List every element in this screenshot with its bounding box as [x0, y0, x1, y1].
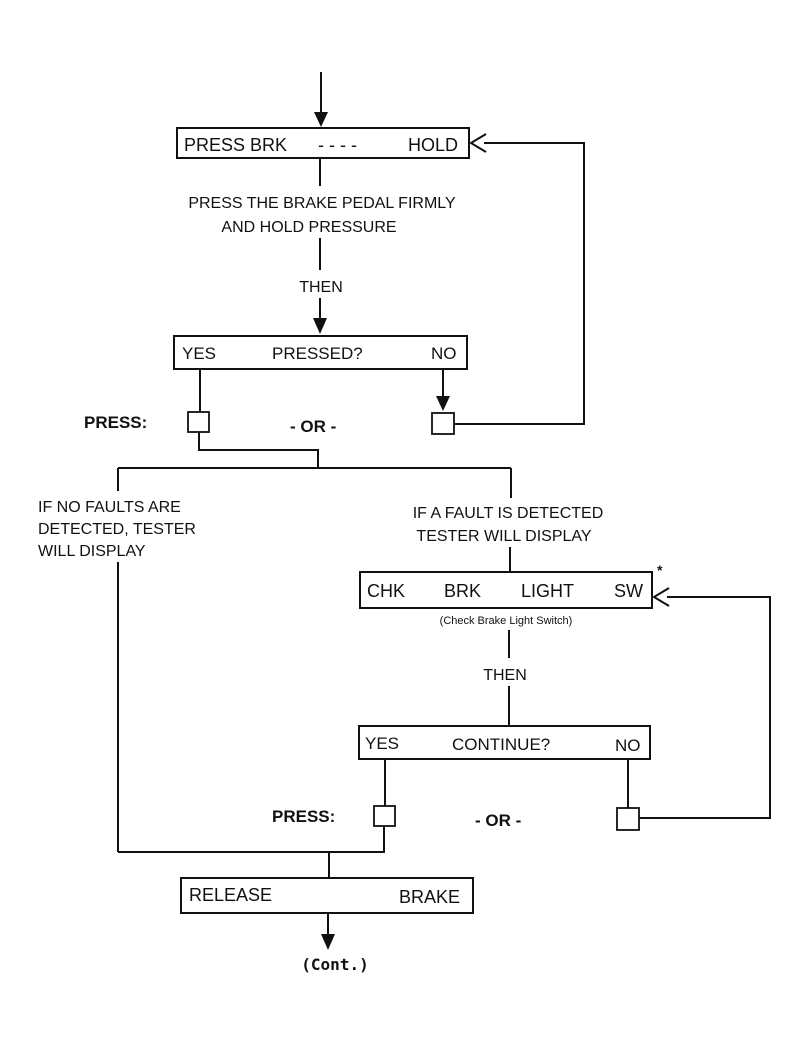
- release-brake-box: RELEASE BRAKE: [180, 877, 474, 914]
- pressed-arrowhead: [313, 318, 327, 334]
- continue-question-box: YES CONTINUE? NO: [358, 725, 651, 760]
- press-brake-hold-box: PRESS BRK - - - - HOLD: [176, 127, 470, 159]
- no-button-2[interactable]: [616, 807, 640, 831]
- no-button-1[interactable]: [431, 412, 455, 435]
- then-label-1: THEN: [299, 279, 343, 296]
- chk-label: CHK: [367, 581, 405, 601]
- star-marker: *: [657, 562, 663, 578]
- retry-loop-line: [454, 142, 585, 425]
- continue-question-label: CONTINUE?: [452, 735, 550, 754]
- continue-no-label: NO: [615, 736, 641, 755]
- press-label-1: PRESS:: [84, 413, 147, 432]
- no-faults-line-1: IF NO FAULTS ARE: [38, 499, 181, 516]
- instruction-line-1: PRESS THE BRAKE PEDAL FIRMLY: [188, 195, 456, 212]
- press-brk-label: PRESS BRK: [184, 135, 287, 155]
- chk-arrowhead: [652, 587, 670, 607]
- brk-label: BRK: [444, 581, 481, 601]
- no-faults-line-3: WILL DISPLAY: [38, 543, 146, 560]
- pressed-question-label: PRESSED?: [272, 344, 363, 363]
- instruction-line-2: AND HOLD PRESSURE: [221, 219, 396, 236]
- then-label-2: THEN: [483, 667, 527, 684]
- or-label-1: - OR -: [290, 417, 336, 436]
- yes-button-1[interactable]: [187, 411, 210, 433]
- fault-line-1: IF A FAULT IS DETECTED: [413, 505, 604, 522]
- continue-loop-line: [639, 596, 771, 819]
- yes-button-2[interactable]: [373, 805, 396, 827]
- fault-line-2: TESTER WILL DISPLAY: [416, 528, 591, 545]
- no-faults-line-2: DETECTED, TESTER: [38, 521, 196, 538]
- dashes-label: - - - -: [318, 135, 357, 155]
- merge-line: [118, 826, 385, 853]
- or-label-2: - OR -: [475, 811, 521, 830]
- pressed-yes-label: YES: [182, 344, 216, 363]
- release-label: RELEASE: [189, 885, 272, 905]
- continue-yes-label: YES: [365, 734, 399, 753]
- hold-arrowhead: [469, 133, 487, 153]
- hold-label: HOLD: [408, 135, 458, 155]
- light-label: LIGHT: [521, 581, 574, 601]
- sw-label: SW: [614, 581, 643, 601]
- exit-arrowhead: [321, 934, 335, 950]
- continued-label: (Cont.): [301, 955, 368, 974]
- pressed-no-arrowhead: [436, 396, 450, 411]
- entry-arrowhead: [314, 112, 328, 127]
- press-label-2: PRESS:: [272, 807, 335, 826]
- check-brake-light-switch-box: CHK BRK LIGHT SW: [359, 571, 653, 609]
- pressed-no-label: NO: [431, 344, 457, 363]
- chk-caption: (Check Brake Light Switch): [440, 615, 573, 627]
- brake-label: BRAKE: [399, 887, 460, 907]
- pressed-question-box: YES PRESSED? NO: [173, 335, 468, 370]
- yes-to-split-line: [198, 432, 319, 468]
